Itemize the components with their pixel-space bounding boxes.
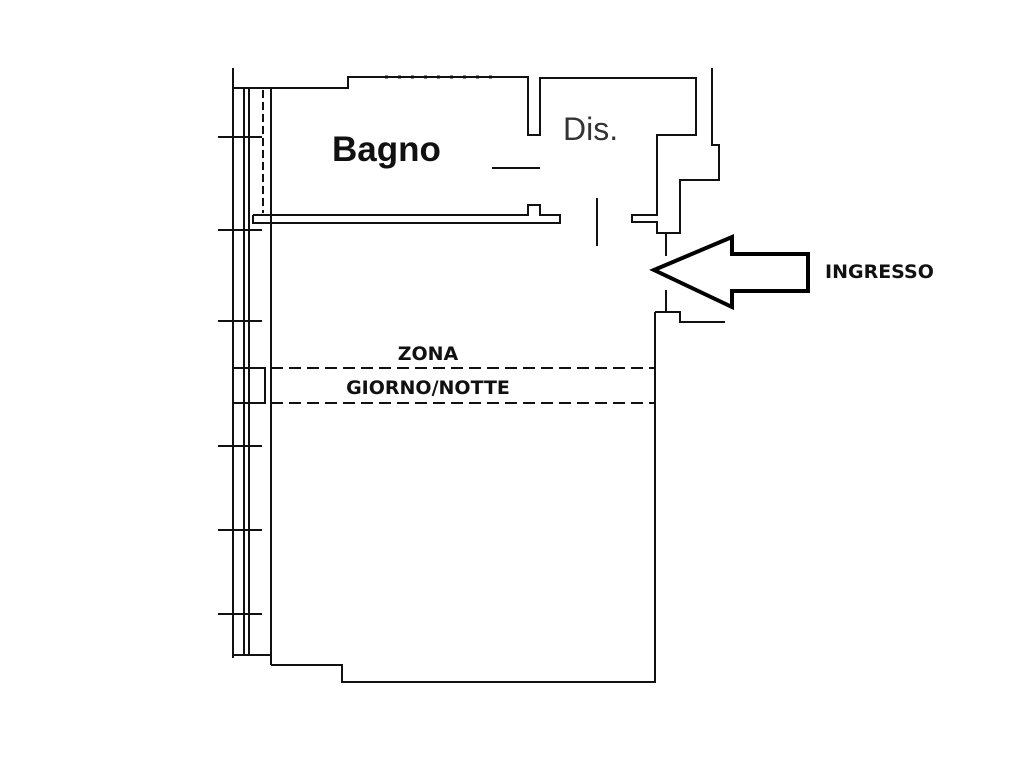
zone-divider [271,367,655,404]
zone-label-line2: GIORNO/NOTTE [346,377,510,399]
railing-ticks [218,136,262,615]
room-label-dis: Dis. [563,111,618,147]
zone-label-line1: ZONA [398,343,459,365]
entrance-arrow-icon [649,233,810,311]
exterior-walls [233,68,725,683]
room-label-bagno: Bagno [332,130,441,169]
entrance-label: INGRESSO [825,261,934,283]
bathroom-partition [252,204,561,224]
left-balcony-wall [232,68,272,665]
